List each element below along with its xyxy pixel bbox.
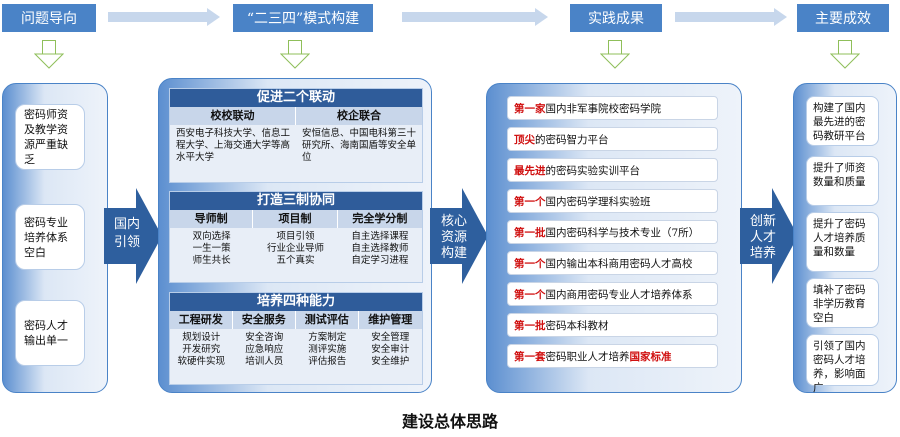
- header-effects: 主要成效: [797, 4, 889, 32]
- result-item: 第一批国内密码科学与技术专业（7所）: [507, 220, 718, 244]
- results-column: 第一家国内非军事院校密码学院 顶尖的密码智力平台 最先进的密码实验实训平台 第一…: [486, 83, 742, 393]
- panel-title: 培养四种能力: [170, 293, 422, 311]
- problem-item: 密码专业培养体系空白: [15, 204, 85, 270]
- figure-caption: 建设总体思路: [401, 412, 498, 431]
- result-item: 顶尖的密码智力平台: [507, 127, 718, 151]
- effect-item: 提升了师资数量和质量: [806, 156, 879, 206]
- sub-header: 完全学分制: [337, 210, 422, 228]
- result-item: 第一批密码本科教材: [507, 313, 718, 337]
- header-problem: 问题导向: [2, 4, 96, 32]
- big-arrow-icon: [430, 188, 488, 284]
- result-item: 第一个国内输出本科商用密码人才高校: [507, 251, 718, 275]
- panel-two-linkages: 促进二个联动 校校联动 校企联合 西安电子科技大学、信息工程大学、上海交通大学等…: [169, 88, 423, 183]
- effect-item: 构建了国内最先进的密码教研平台: [806, 96, 879, 146]
- effect-item: 提升了密码人才培养质量和数量: [806, 212, 879, 272]
- down-arrow-icon: [34, 40, 64, 70]
- sub-cell: 方案制定测评实施评估报告: [308, 332, 347, 367]
- effects-column: 构建了国内最先进的密码教研平台 提升了师资数量和质量 提升了密码人才培养质量和数…: [793, 83, 897, 394]
- sub-cell: 西安电子科技大学、信息工程大学、上海交通大学等高水平大学: [176, 128, 291, 163]
- sub-header: 校校联动: [170, 107, 296, 125]
- panel-title: 促进二个联动: [170, 89, 422, 107]
- arrow-label-innovate: 创新人才培养: [749, 214, 776, 261]
- sub-header: 校企联合: [296, 107, 422, 125]
- down-arrow-icon: [830, 40, 860, 70]
- problem-item: 密码人才输出单一: [15, 300, 85, 366]
- sub-header: 工程研发: [170, 311, 233, 329]
- header-model: “二三四”模式构建: [233, 4, 373, 32]
- panel-four-abilities: 培养四种能力 工程研发 安全服务 测试评估 维护管理 规划设计开发研究软硬件实现…: [169, 292, 423, 385]
- flow-arrow-right: [108, 8, 220, 26]
- result-item: 第一家国内非军事院校密码学院: [507, 96, 718, 120]
- down-arrow-icon: [280, 40, 310, 70]
- down-arrow-icon: [600, 40, 630, 70]
- panel-title: 打造三制协同: [170, 192, 422, 210]
- sub-cell: 安全管理安全审计安全维护: [371, 332, 410, 367]
- sub-cell: 安恒信息、中国电科第三十研究所、海南国盾等安全单位: [302, 128, 417, 163]
- result-item: 第一个国内商用密码专业人才培养体系: [507, 282, 718, 306]
- result-item: 最先进的密码实验实训平台: [507, 158, 718, 182]
- sub-header: 安全服务: [232, 311, 296, 329]
- model-column: 促进二个联动 校校联动 校企联合 西安电子科技大学、信息工程大学、上海交通大学等…: [158, 78, 432, 393]
- sub-cell: 双向选择一生一策师生共长: [192, 231, 231, 266]
- effect-item: 引领了国内密码人才培养，影响面广: [806, 334, 879, 394]
- result-item: 第一套密码职业人才培养国家标准: [507, 344, 718, 368]
- problems-column: 密码师资及教学资源严重缺乏 密码专业培养体系空白 密码人才输出单一: [2, 83, 108, 393]
- sub-cell: 自主选择课程自主选择教师自定学习进程: [351, 231, 409, 266]
- sub-header: 测试评估: [296, 311, 359, 329]
- big-arrow-icon: [104, 188, 162, 284]
- flow-arrow-right: [402, 8, 548, 26]
- sub-header: 导师制: [170, 210, 254, 228]
- sub-cell: 项目引领行业企业导师五个真实: [267, 231, 325, 266]
- result-item: 第一个国内密码学理科实验班: [507, 189, 718, 213]
- sub-cell: 安全咨询应急响应培训人员: [245, 332, 284, 367]
- arrow-label-core: 核心资源构建: [440, 214, 467, 261]
- big-arrow-icon: [740, 188, 798, 284]
- effect-item: 填补了密码非学历教育空白: [806, 278, 879, 328]
- arrow-label-lead: 国内引领: [113, 217, 140, 250]
- sub-header: 项目制: [253, 210, 338, 228]
- header-results: 实践成果: [570, 4, 662, 32]
- sub-cell: 规划设计开发研究软硬件实现: [177, 332, 225, 367]
- panel-three-systems: 打造三制协同 导师制 项目制 完全学分制 双向选择一生一策师生共长 项目引领行业…: [169, 191, 423, 283]
- problem-item: 密码师资及教学资源严重缺乏: [15, 104, 85, 170]
- sub-header: 维护管理: [358, 311, 422, 329]
- flow-arrow-right: [675, 8, 787, 26]
